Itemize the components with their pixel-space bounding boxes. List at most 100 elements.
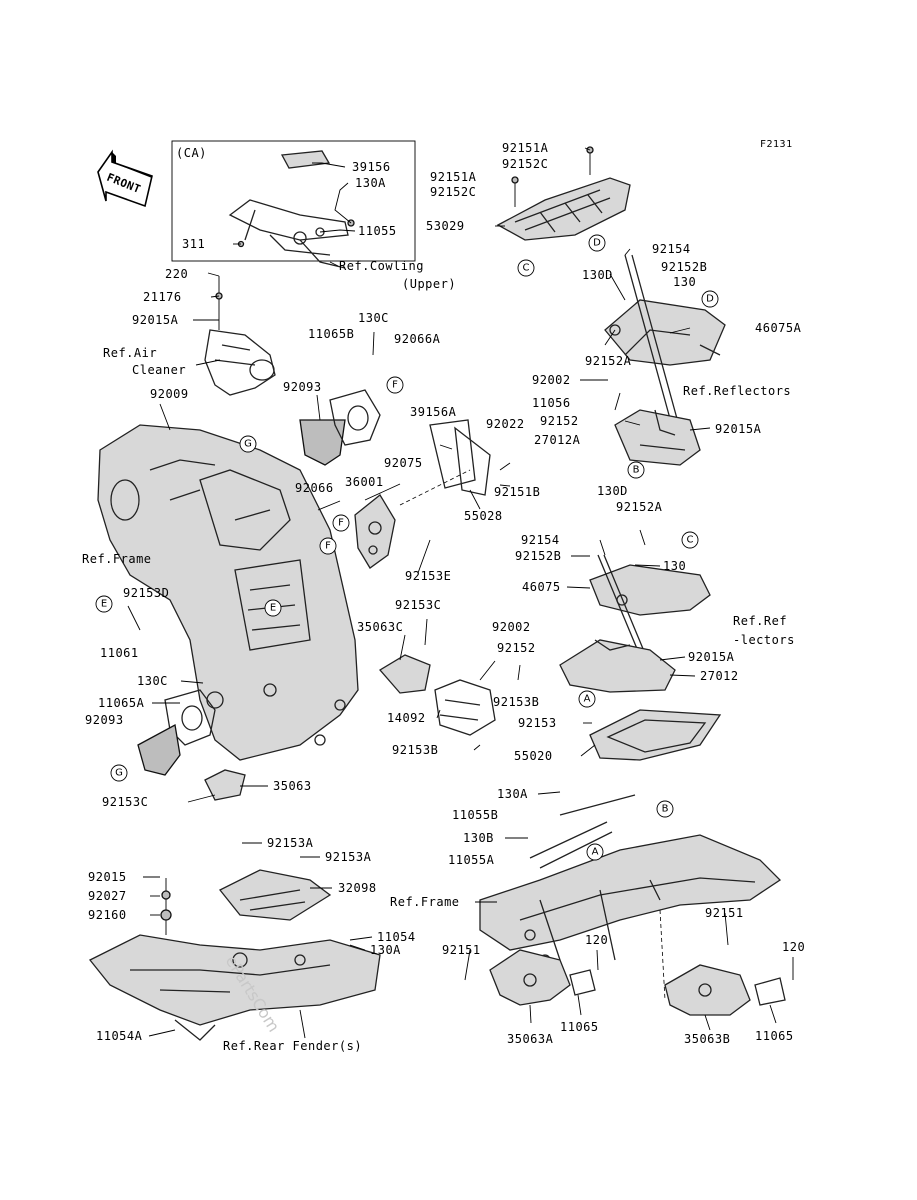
label-92153E: 92153E: [405, 569, 451, 583]
seat-cover-53029: [496, 146, 631, 241]
main-frame: [97, 424, 359, 761]
label-55028: 55028: [464, 509, 503, 523]
label-92022: 92022: [486, 417, 525, 431]
label-92151A: 92151A: [430, 170, 477, 184]
label-92093-lower: 92093: [85, 713, 124, 727]
svg-text:A: A: [592, 847, 599, 858]
label-46075: 46075: [522, 580, 561, 594]
panel-55028: [399, 419, 491, 506]
label-92152B-top: 92152B: [661, 260, 707, 274]
label-92015: 92015: [88, 870, 127, 884]
bracket-35063B: [664, 964, 786, 1016]
label-92153A-2: 92153A: [325, 850, 372, 864]
label-11065A: 11065A: [98, 696, 145, 710]
callout-F-1: F: [386, 376, 404, 394]
label-39156A: 39156A: [410, 405, 457, 419]
label-11065B: 11065B: [308, 327, 354, 341]
label-27012A: 27012A: [534, 433, 581, 447]
bracket-27012: [559, 639, 676, 693]
label-ref-frame-right: Ref.Frame: [390, 895, 460, 909]
label-92152C-top: 92152C: [502, 157, 548, 171]
label-39156: 39156: [352, 160, 391, 174]
label-92153B-mid: 92153B: [493, 695, 539, 709]
label-35063: 35063: [273, 779, 312, 793]
cover-92093-lower: [137, 689, 216, 776]
leader-lines: [127, 147, 794, 1039]
bracket-35063A: [489, 949, 596, 1006]
label-92002-mid: 92002: [492, 620, 531, 634]
label-14092: 14092: [387, 711, 426, 725]
label-130A: 130A: [355, 176, 386, 190]
label-130D-mid: 130D: [597, 484, 628, 498]
label-92153D: 92153D: [123, 586, 169, 600]
label-92153A-1: 92153A: [267, 836, 314, 850]
label-92027: 92027: [88, 889, 127, 903]
callout-A-1: A: [578, 690, 596, 708]
label-92152A-top: 92152A: [585, 354, 632, 368]
label-35063A: 35063A: [507, 1032, 554, 1046]
svg-text:G: G: [244, 439, 252, 450]
label-11065-right: 11065: [755, 1029, 794, 1043]
label-130A-mid: 130A: [497, 787, 528, 801]
label-130-top: 130: [673, 275, 696, 289]
label-ref-frame-left: Ref.Frame: [82, 552, 152, 566]
rear-subframe: [479, 794, 782, 1001]
label-21176: 21176: [143, 290, 182, 304]
callout-E-1: E: [95, 595, 113, 613]
label-130A-lower: 130A: [370, 943, 401, 957]
callout-B-2: B: [656, 800, 674, 818]
svg-text:F: F: [392, 380, 398, 391]
label-92066A: 92066A: [394, 332, 441, 346]
label-11055A: 11055A: [448, 853, 495, 867]
air-cleaner-ref: [204, 276, 276, 396]
svg-text:F: F: [325, 541, 331, 552]
label-311: 311: [182, 237, 205, 251]
svg-text:E: E: [270, 603, 276, 614]
label-92154-top: 92154: [652, 242, 691, 256]
label-53029: 53029: [426, 219, 465, 233]
callout-F-3: F: [319, 537, 337, 555]
front-arrow-icon: FRONT: [97, 149, 153, 208]
label-92015A-left: 92015A: [132, 313, 179, 327]
ca-box-label: (CA): [176, 146, 207, 160]
label-11061: 11061: [100, 646, 139, 660]
bracket-35063: [204, 769, 246, 801]
label-130B: 130B: [463, 831, 494, 845]
label-92154-mid: 92154: [521, 533, 560, 547]
label-120-mid: 120: [585, 933, 608, 947]
label-92015A-right: 92015A: [715, 422, 762, 436]
label-92066: 92066: [295, 481, 334, 495]
svg-text:E: E: [101, 599, 107, 610]
label-92009: 92009: [150, 387, 189, 401]
svg-text:D: D: [593, 238, 601, 249]
bracket-36001: [354, 494, 396, 569]
label-46075A: 46075A: [755, 321, 802, 335]
label-35063B: 35063B: [684, 1032, 730, 1046]
callout-D-2: D: [701, 290, 719, 308]
svg-text:F: F: [338, 518, 344, 529]
label-11054: 11054: [377, 930, 416, 944]
ca-bracket-assembly: [228, 150, 355, 269]
svg-text:A: A: [584, 694, 591, 705]
svg-text:G: G: [115, 768, 123, 779]
label-92093-top: 92093: [283, 380, 322, 394]
label-27012: 27012: [700, 669, 739, 683]
callout-C-2: C: [681, 531, 699, 549]
label-92151-right: 92151: [705, 906, 744, 920]
label-92152A-mid: 92152A: [616, 500, 663, 514]
label-220: 220: [165, 267, 188, 281]
callout-A-2: A: [586, 843, 604, 861]
ca-inset-box: [171, 140, 416, 262]
rear-fender-ref: [88, 878, 381, 1041]
svg-text:C: C: [523, 263, 530, 274]
callout-G-1: G: [239, 435, 257, 453]
label-92015A-mid: 92015A: [688, 650, 735, 664]
label-11055: 11055: [358, 224, 397, 238]
label-92160: 92160: [88, 908, 127, 922]
callout-F-2: F: [332, 514, 350, 532]
label-11054A: 11054A: [96, 1029, 143, 1043]
callout-B-1: B: [627, 461, 645, 479]
label-35063C: 35063C: [357, 620, 403, 634]
label-cleaner: Cleaner: [132, 363, 186, 377]
